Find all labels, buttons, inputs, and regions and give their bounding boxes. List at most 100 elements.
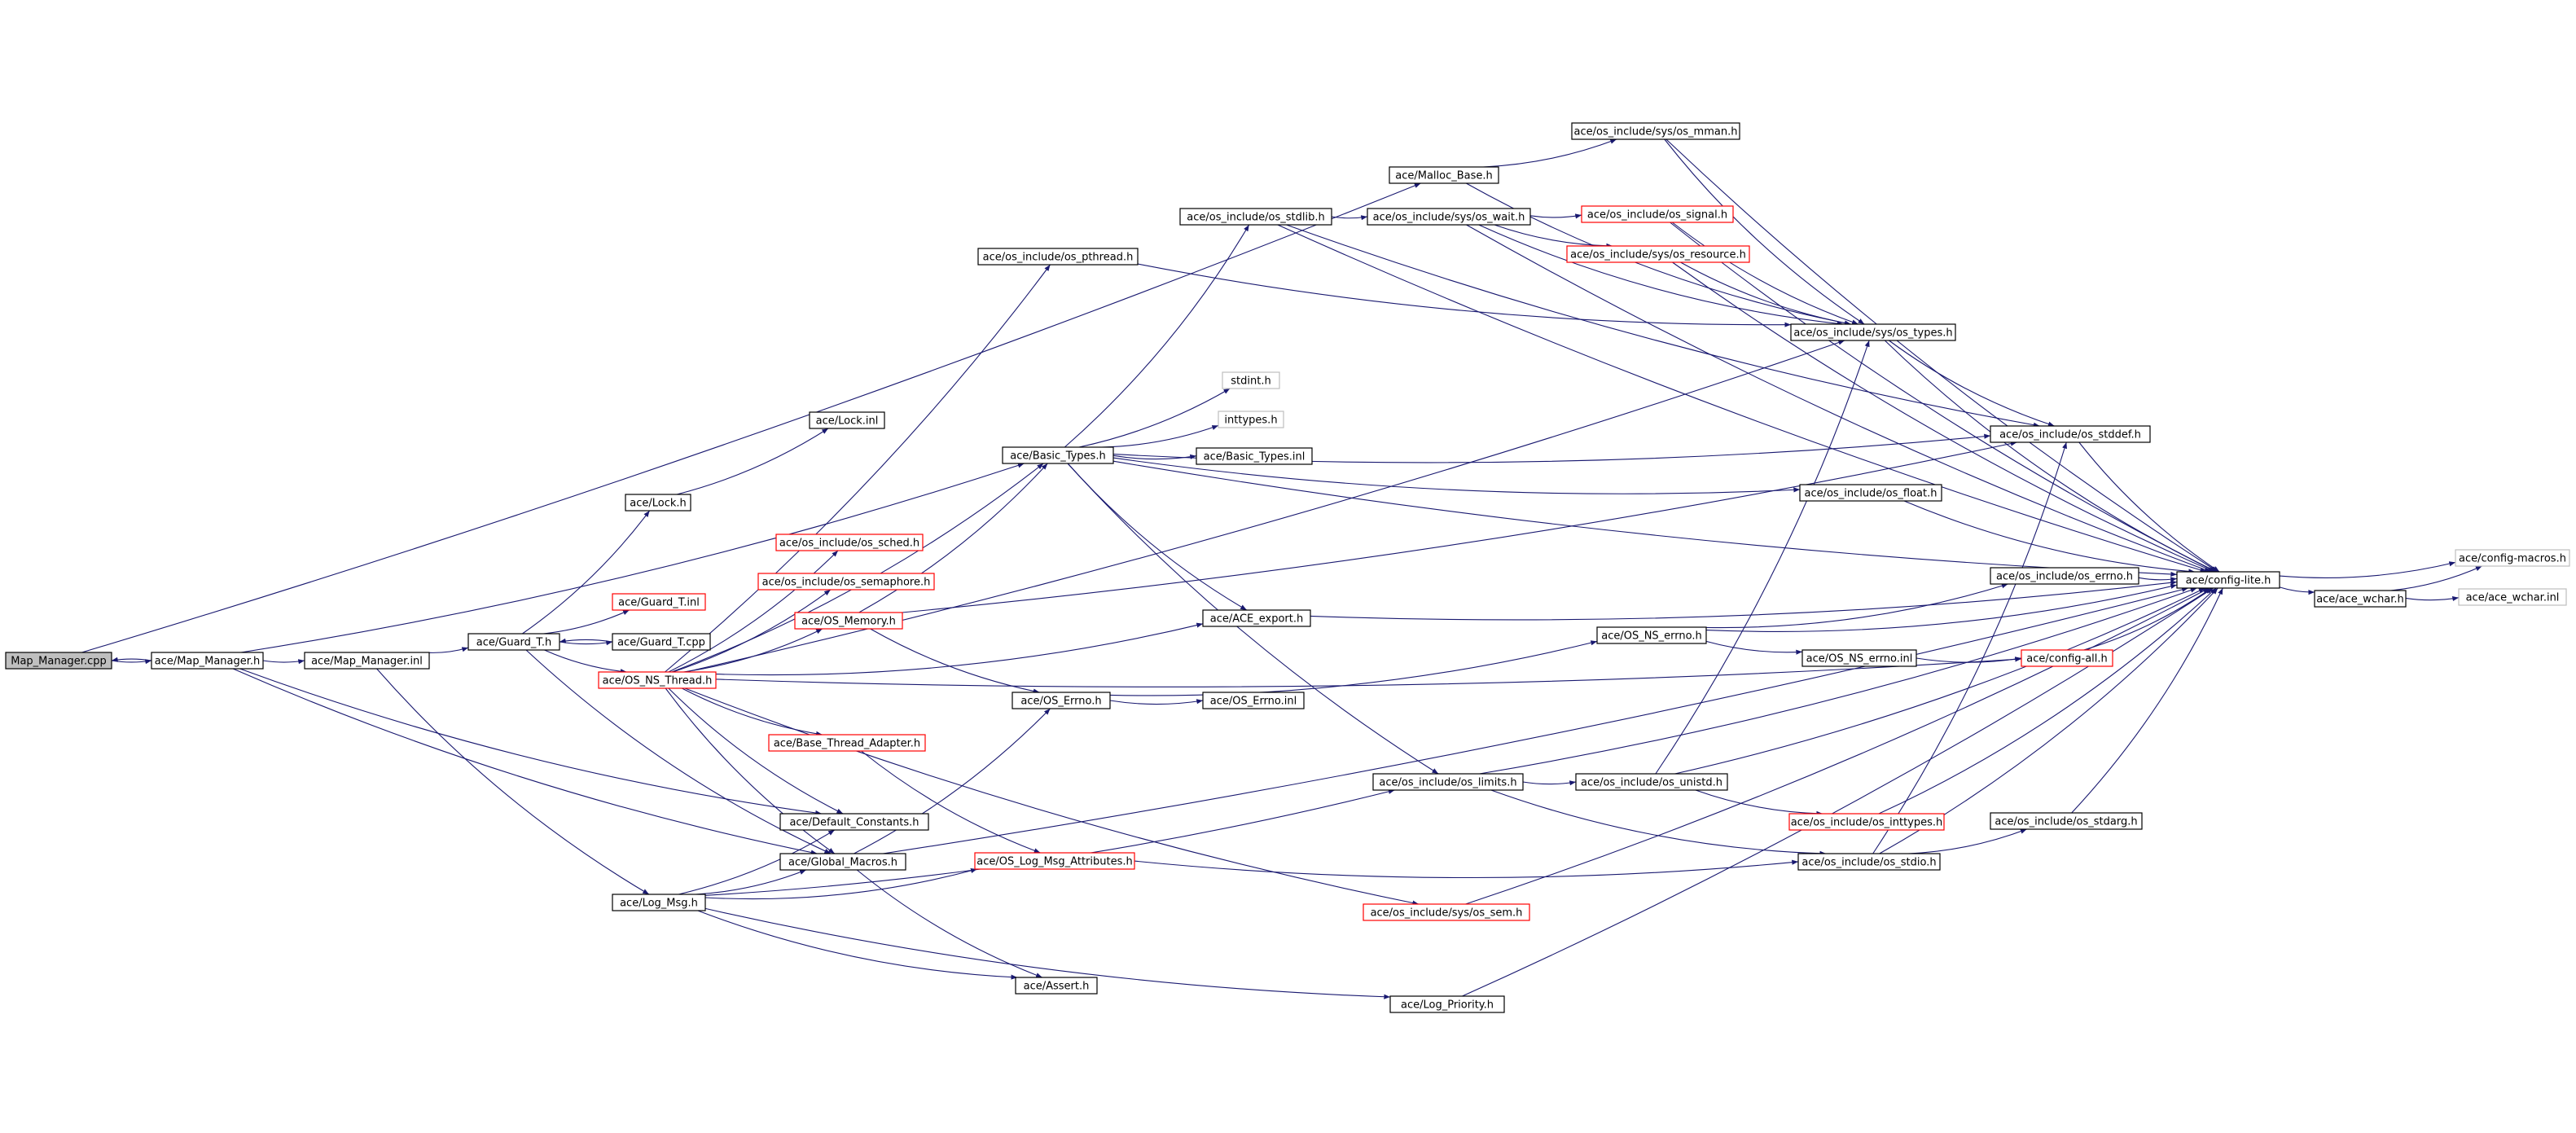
- node-box: [779, 813, 929, 831]
- node-os-pthread-h[interactable]: ace/os_include/os_pthread.h: [977, 248, 1139, 266]
- edge-os-ns-thread-h-to-base-thread-adapter-h: [682, 687, 823, 736]
- node-label: inttypes.h: [1224, 415, 1277, 427]
- node-os-errno-h-upper[interactable]: ace/OS_Errno.h: [1012, 692, 1111, 709]
- edge-log-msg-h-to-log-priority-h: [704, 907, 1391, 999]
- edge-os-memory-h-to-os-stddef-h: [902, 441, 2017, 613]
- node-box: [2176, 571, 2280, 589]
- node-label: ace/Lock.inl: [816, 415, 879, 428]
- node-box: [1196, 447, 1313, 465]
- edge-sys-os-sem-h-to-config-lite-h: [1465, 587, 2210, 905]
- edge-os-ns-thread-h-to-os-sched-h: [668, 550, 839, 673]
- edge-guard-t-h-to-os-ns-thread-h: [544, 649, 627, 674]
- node-os-signal-h[interactable]: ace/os_include/os_signal.h: [1581, 205, 1734, 223]
- node-basic-types-inl[interactable]: ace/Basic_Types.inl: [1196, 447, 1313, 465]
- node-box: [775, 534, 924, 551]
- edge-config-all-h-to-config-lite-h: [2083, 587, 2212, 651]
- node-ace-export-h[interactable]: ace/ACE_export.h: [1202, 609, 1311, 627]
- node-box: [1202, 692, 1305, 709]
- node-os-stdio-h[interactable]: ace/os_include/os_stdio.h: [1797, 853, 1941, 871]
- node-box: [1015, 977, 1098, 995]
- edge-sys-os-mman-h-to-config-lite-h: [1665, 138, 2218, 573]
- node-os-log-msg-attributes-h[interactable]: ace/OS_Log_Msg_Attributes.h: [974, 852, 1135, 870]
- node-os-inttypes-h[interactable]: ace/os_include/os_inttypes.h: [1788, 813, 1945, 831]
- node-label: stdint.h: [1231, 375, 1270, 388]
- node-box: [974, 852, 1135, 870]
- edge-os-memory-h-to-os-errno-h-upper: [870, 628, 1040, 694]
- node-ace-wchar-h[interactable]: ace/ace_wchar.h: [2314, 590, 2407, 608]
- node-lock-h[interactable]: ace/Lock.h: [625, 494, 691, 512]
- node-map-manager-inl[interactable]: ace/Map_Manager.inl: [304, 652, 430, 670]
- node-box: [1799, 484, 1942, 502]
- node-os-ns-errno-inl[interactable]: ace/OS_NS_errno.inl: [1801, 649, 1917, 667]
- node-box: [598, 671, 717, 689]
- node-box: [1571, 122, 1740, 140]
- node-label: ace/os_include/sys/os_sem.h: [1371, 907, 1523, 920]
- edge-global-macros-h-to-os-errno-h-upper: [854, 708, 1051, 854]
- node-inttypes-h[interactable]: inttypes.h: [1218, 411, 1284, 428]
- node-box: [2021, 649, 2113, 667]
- node-map-manager-h[interactable]: ace/Map_Manager.h: [151, 652, 264, 670]
- edge-ace-export-h-to-config-lite-h: [1310, 580, 2178, 621]
- edge-os-ns-thread-h-to-config-all-h: [715, 657, 2022, 687]
- node-sys-os-resource-h[interactable]: ace/os_include/sys/os_resource.h: [1566, 245, 1750, 263]
- node-box: [304, 652, 430, 670]
- node-global-macros-h[interactable]: ace/Global_Macros.h: [779, 853, 906, 871]
- edge-os-unistd-h-to-sys-os-types-h: [1655, 340, 1870, 775]
- edge-sys-os-resource-h-to-sys-os-types-h: [1680, 261, 1851, 326]
- edge-sys-os-wait-h-to-sys-os-resource-h: [1494, 224, 1613, 248]
- node-base-thread-adapter-h[interactable]: ace/Base_Thread_Adapter.h: [768, 734, 926, 752]
- edge-os-signal-h-to-config-lite-h: [1670, 222, 2216, 573]
- node-os-errno-inl[interactable]: ace/OS_Errno.inl: [1202, 692, 1305, 709]
- node-sys-os-wait-h[interactable]: ace/os_include/sys/os_wait.h: [1367, 208, 1531, 226]
- node-log-priority-h[interactable]: ace/Log_Priority.h: [1389, 995, 1505, 1013]
- edge-os-ns-thread-h-to-sys-os-types-h: [685, 340, 1845, 673]
- node-box: [757, 573, 935, 591]
- node-stdint-h[interactable]: stdint.h: [1222, 371, 1280, 389]
- node-os-include-os-errno-h[interactable]: ace/os_include/os_errno.h: [1990, 567, 2139, 585]
- node-guard-t-h[interactable]: ace/Guard_T.h: [467, 633, 560, 651]
- node-os-stddef-h[interactable]: ace/os_include/os_stddef.h: [1990, 425, 2151, 443]
- node-config-lite-h[interactable]: ace/config-lite.h: [2176, 571, 2280, 589]
- edge-ace-wchar-h-to-ace-wchar-inl: [2405, 595, 2460, 602]
- node-config-all-h[interactable]: ace/config-all.h: [2021, 649, 2113, 667]
- node-guard-t-inl[interactable]: ace/Guard_T.inl: [612, 593, 706, 611]
- node-label: ace/Lock.h: [630, 498, 687, 510]
- node-os-ns-errno-h[interactable]: ace/OS_NS_errno.h: [1596, 626, 1707, 644]
- edge-os-limits-h-to-config-lite-h: [1479, 587, 2197, 775]
- node-map-manager-cpp[interactable]: Map_Manager.cpp: [5, 652, 112, 670]
- edge-map-manager-cpp-to-map-manager-h: [111, 659, 152, 665]
- node-os-unistd-h[interactable]: ace/os_include/os_unistd.h: [1575, 773, 1728, 791]
- node-guard-t-cpp[interactable]: ace/Guard_T.cpp: [612, 633, 711, 651]
- edge-global-macros-h-to-assert-h: [856, 869, 1042, 978]
- node-os-semaphore-h[interactable]: ace/os_include/os_semaphore.h: [757, 573, 935, 591]
- node-box: [1990, 425, 2151, 443]
- edge-os-stdlib-h-to-sys-os-wait-h: [1331, 215, 1368, 221]
- node-os-sched-h[interactable]: ace/os_include/os_sched.h: [775, 534, 924, 551]
- edge-os-ns-thread-h-to-default-constants-h: [668, 687, 844, 815]
- node-box: [1990, 812, 2143, 830]
- node-malloc-base-h[interactable]: ace/Malloc_Base.h: [1389, 166, 1499, 184]
- node-sys-os-mman-h[interactable]: ace/os_include/sys/os_mman.h: [1571, 122, 1740, 140]
- node-os-float-h[interactable]: ace/os_include/os_float.h: [1799, 484, 1942, 502]
- node-os-ns-thread-h[interactable]: ace/OS_NS_Thread.h: [598, 671, 717, 689]
- node-label: ace/OS_NS_Thread.h: [603, 675, 713, 687]
- node-lock-inl[interactable]: ace/Lock.inl: [809, 411, 885, 429]
- node-os-limits-h[interactable]: ace/os_include/os_limits.h: [1372, 773, 1524, 791]
- node-default-constants-h[interactable]: ace/Default_Constants.h: [779, 813, 929, 831]
- edge-os-stdio-h-to-os-stdarg-h: [1908, 828, 2027, 854]
- node-assert-h[interactable]: ace/Assert.h: [1015, 977, 1098, 995]
- node-ace-wchar-inl[interactable]: ace/ace_wchar.inl: [2458, 588, 2567, 606]
- node-config-macros-h[interactable]: ace/config-macros.h: [2455, 549, 2570, 567]
- node-log-msg-h[interactable]: ace/Log_Msg.h: [612, 894, 706, 911]
- node-os-stdlib-h[interactable]: ace/os_include/os_stdlib.h: [1179, 208, 1332, 226]
- node-label: ace/os_include/os_unistd.h: [1581, 777, 1722, 789]
- edge-os-memory-h-to-basic-types-h: [858, 463, 1048, 613]
- node-label: ace/os_include/os_errno.h: [1996, 571, 2133, 583]
- node-box: [1367, 208, 1531, 226]
- node-sys-os-sem-h[interactable]: ace/os_include/sys/os_sem.h: [1363, 903, 1530, 921]
- node-os-stdarg-h[interactable]: ace/os_include/os_stdarg.h: [1990, 812, 2143, 830]
- node-sys-os-types-h[interactable]: ace/os_include/sys/os_types.h: [1790, 323, 1956, 341]
- node-os-memory-h[interactable]: ace/OS_Memory.h: [794, 612, 903, 630]
- node-basic-types-h[interactable]: ace/Basic_Types.h: [1002, 446, 1114, 464]
